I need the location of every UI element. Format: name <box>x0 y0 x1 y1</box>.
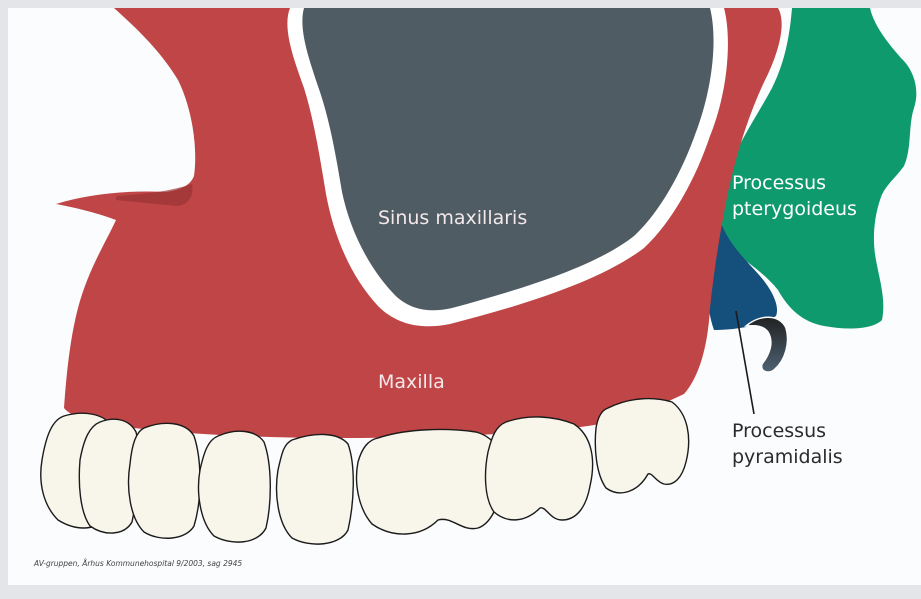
pyramidal-label-line2: pyramidalis <box>732 445 843 470</box>
pterygoid-label-line2: pterygoideus <box>732 197 857 222</box>
tooth-5 <box>277 434 354 544</box>
tooth-8 <box>595 399 688 493</box>
tooth-3 <box>129 423 200 538</box>
anatomy-illustration <box>8 8 921 585</box>
pterygoid-label-line1: Processus <box>732 171 826 196</box>
tooth-7 <box>486 417 593 520</box>
maxilla-label: Maxilla <box>378 370 445 395</box>
pyramidal-hook-shape <box>746 317 788 372</box>
sinus-label: Sinus maxillaris <box>378 206 527 231</box>
diagram-canvas: Sinus maxillaris Maxilla Processus ptery… <box>8 8 921 585</box>
tooth-6 <box>357 430 503 535</box>
tooth-4 <box>199 431 271 542</box>
credit-text: AV-gruppen, Århus Kommunehospital 9/2003… <box>34 559 242 568</box>
pyramidal-label-line1: Processus <box>732 419 826 444</box>
